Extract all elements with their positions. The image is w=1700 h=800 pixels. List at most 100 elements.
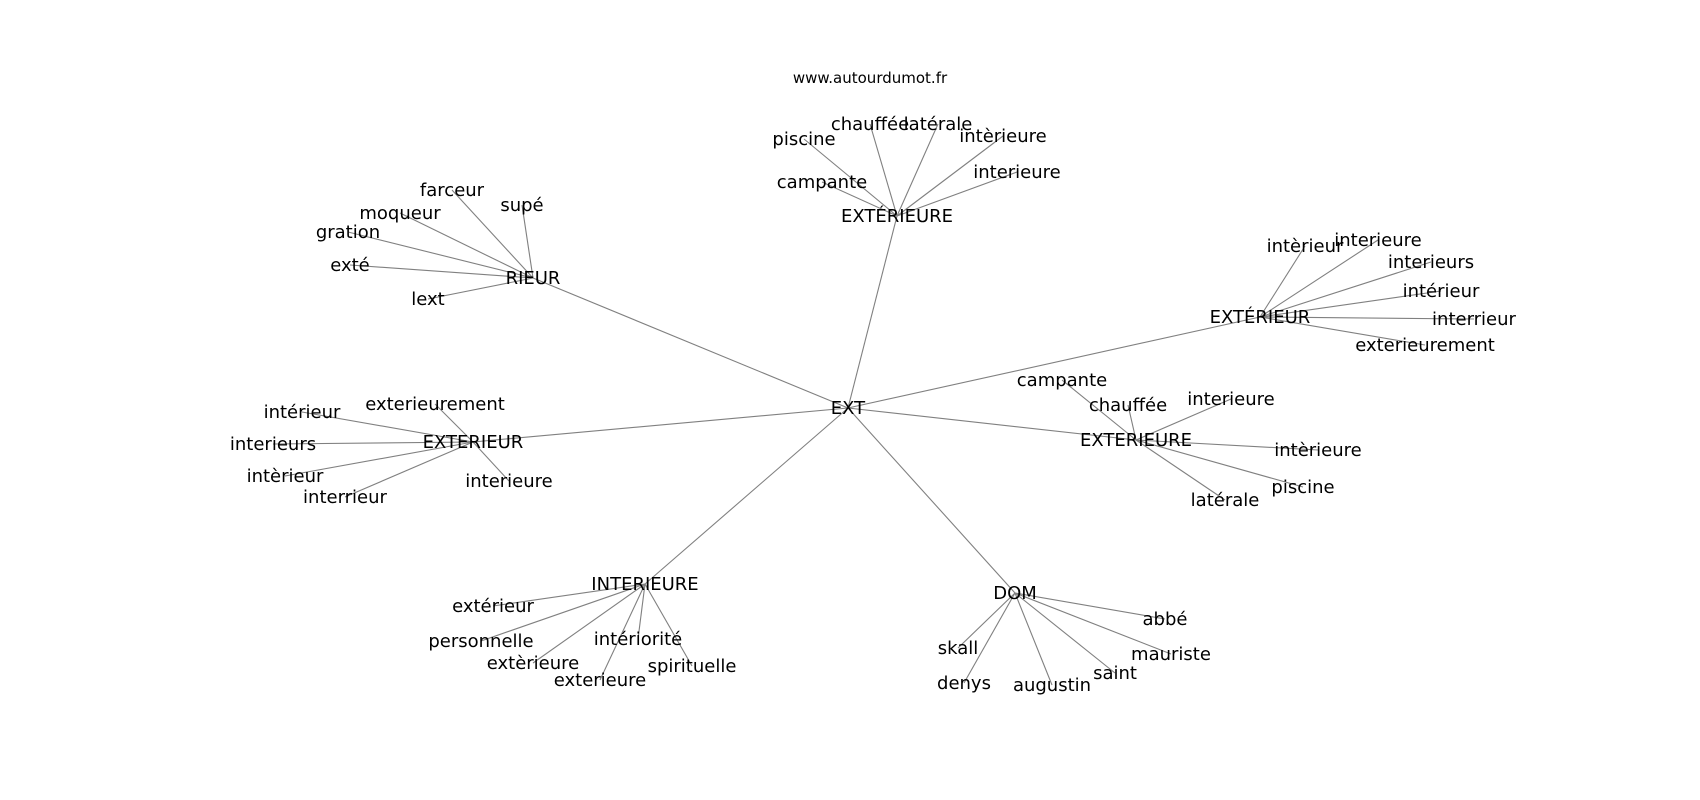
leaf-node: interrieur <box>303 487 388 508</box>
leaf-node: exterieurement <box>1355 335 1495 356</box>
edge-hub-to-leaf <box>451 189 534 279</box>
hub-node: DOM <box>993 583 1037 604</box>
leaf-node: intérieur <box>264 402 341 423</box>
edge-hub-to-leaf <box>896 135 1004 217</box>
edge-hub-to-leaf <box>480 583 646 642</box>
labels: www.autourdumot.fr RIEUR farceur supé moque… <box>230 69 1517 696</box>
edge-hub-to-leaf <box>1014 592 1116 674</box>
leaf-node: chauffée <box>1089 395 1167 416</box>
edge-center-to-hub <box>847 407 1137 441</box>
leaf-node: skall <box>938 638 979 659</box>
leaf-node: intérieur <box>1403 281 1480 302</box>
edge-hub-to-leaf <box>1135 439 1226 501</box>
edge-hub-to-leaf <box>896 171 1018 217</box>
leaf-node: personnelle <box>428 631 533 652</box>
edge-hub-to-leaf <box>803 138 898 217</box>
edge-center-to-hub <box>847 215 898 409</box>
hub-node: EXTERIEURE <box>1080 430 1192 451</box>
leaf-node: supé <box>500 195 543 216</box>
leaf-node: exterieurement <box>365 394 505 415</box>
leaf-node: intèrieure <box>1274 440 1362 461</box>
hub-node: EXTÉRIEURE <box>841 205 953 227</box>
leaf-node: interieurs <box>1388 252 1474 273</box>
edges <box>272 123 1475 686</box>
edge-center-to-hub <box>847 407 1016 594</box>
site-label: www.autourdumot.fr <box>793 69 948 87</box>
edge-hub-to-leaf <box>349 264 534 279</box>
leaf-node: saint <box>1093 663 1137 684</box>
edge-hub-to-leaf <box>1259 239 1379 318</box>
leaf-node: intèrieure <box>959 126 1047 147</box>
leaf-node: campante <box>1017 370 1107 391</box>
leaf-node: interieure <box>465 471 553 492</box>
edge-hub-to-leaf <box>599 583 646 681</box>
edge-center-to-hub <box>644 407 849 585</box>
edge-hub-to-leaf <box>869 123 898 217</box>
leaf-node: mauriste <box>1131 644 1211 665</box>
leaf-node: intériorité <box>594 629 683 650</box>
leaf-node: piscine <box>1271 477 1334 498</box>
edge-hub-to-leaf <box>1061 379 1137 441</box>
edge-hub-to-leaf <box>896 123 939 217</box>
edge-hub-to-leaf <box>532 583 646 664</box>
leaf-node: abbé <box>1143 609 1188 630</box>
edge-hub-to-leaf <box>344 441 474 498</box>
hub-node: INTERIEURE <box>591 574 698 595</box>
hub-node: EXTERIEUR <box>423 432 524 453</box>
leaf-node: spirituelle <box>648 656 737 677</box>
leaf-node: interrieur <box>1432 309 1517 330</box>
edge-hub-to-leaf <box>1135 439 1319 451</box>
edge-center-to-hub <box>472 407 849 443</box>
edge-hub-to-leaf <box>1127 404 1137 441</box>
leaf-node: extérieur <box>452 596 534 617</box>
leaf-node: intèrieur <box>247 466 324 487</box>
leaf-node: interieure <box>1187 389 1275 410</box>
leaf-node: interieure <box>1334 230 1422 251</box>
edge-hub-to-leaf <box>1259 316 1475 320</box>
edge-hub-to-leaf <box>1135 439 1304 488</box>
edge-hub-to-leaf <box>1259 261 1432 318</box>
edge-hub-to-leaf <box>1259 316 1426 346</box>
edge-hub-to-leaf <box>1014 592 1166 620</box>
leaf-node: intèrieur <box>1267 236 1344 257</box>
leaf-node: campante <box>777 172 867 193</box>
leaf-node: farceur <box>420 180 485 201</box>
leaf-node: moqueur <box>359 203 441 224</box>
hub-node: EXTÉRIEUR <box>1210 306 1311 328</box>
edge-center-to-hub <box>532 277 849 409</box>
leaf-node: chauffée <box>831 114 909 135</box>
edge-hub-to-leaf <box>644 583 693 667</box>
leaf-node: exterieure <box>554 670 647 691</box>
edge-hub-to-leaf <box>427 277 534 300</box>
leaf-node: denys <box>937 673 991 694</box>
leaf-node: lext <box>411 289 444 310</box>
edge-hub-to-leaf <box>1135 398 1232 441</box>
leaf-node: exté <box>330 255 370 276</box>
edge-hub-to-leaf <box>284 441 474 477</box>
leaf-node: latérale <box>904 114 973 135</box>
edge-hub-to-leaf <box>399 212 534 279</box>
leaf-node: interieurs <box>230 434 316 455</box>
edge-hub-to-leaf <box>472 441 510 482</box>
leaf-node: piscine <box>772 129 835 150</box>
edge-hub-to-leaf <box>821 181 898 217</box>
edge-hub-to-leaf <box>1014 592 1172 655</box>
edge-hub-to-leaf <box>347 231 534 279</box>
edge-hub-to-leaf <box>957 592 1016 649</box>
edge-hub-to-leaf <box>1259 245 1306 318</box>
edge-hub-to-leaf <box>963 592 1016 684</box>
edge-hub-to-leaf <box>434 403 474 443</box>
edge-hub-to-leaf <box>272 441 474 445</box>
edge-hub-to-leaf <box>1014 592 1053 686</box>
leaf-node: interieure <box>973 162 1061 183</box>
leaf-node: augustin <box>1013 675 1091 696</box>
leaf-node: extèrieure <box>487 653 580 674</box>
leaf-node: gration <box>316 222 380 243</box>
center-node: EXT <box>831 398 866 419</box>
edge-hub-to-leaf <box>301 411 474 443</box>
edge-center-to-hub <box>847 316 1261 409</box>
leaf-node: latérale <box>1191 490 1260 511</box>
edge-hub-to-leaf <box>492 583 646 607</box>
edge-hub-to-leaf <box>521 204 534 279</box>
hub-node: RIEUR <box>506 268 561 289</box>
